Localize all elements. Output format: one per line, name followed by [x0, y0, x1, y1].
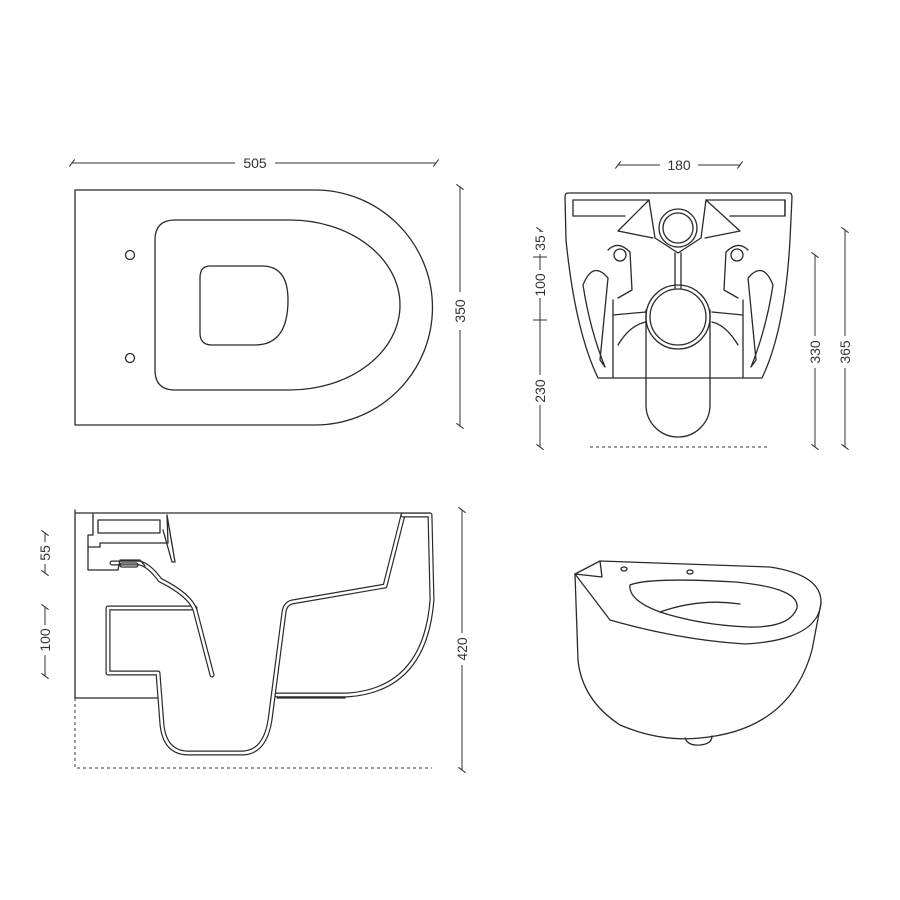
rim-top — [574, 560, 822, 645]
dim-100: 100 — [532, 273, 548, 297]
label-mask — [531, 270, 549, 298]
fixing-hole — [686, 569, 694, 575]
inlet-profile — [87, 546, 146, 571]
bowl-profile-inner — [106, 513, 405, 755]
dim-width-180: 180 — [667, 157, 691, 173]
flush-channel-inner — [110, 561, 214, 677]
perspective-view — [574, 560, 822, 746]
fixing-hole — [620, 566, 628, 572]
outlet-pipe — [645, 309, 711, 438]
bowl-opening — [199, 265, 289, 346]
bowl-profile — [105, 512, 406, 756]
front-view: 180 35 100 230 330 365 — [531, 157, 854, 451]
side-view-frame — [74, 509, 431, 699]
label-mask — [836, 336, 854, 368]
dim-width-505: 505 — [243, 155, 267, 171]
dim-365: 365 — [837, 340, 853, 364]
label-mask — [36, 542, 54, 564]
mounting-hole — [124, 249, 136, 261]
rear-channel-edge — [572, 199, 786, 217]
inlet-stem — [674, 252, 682, 289]
floor-baseline — [74, 698, 432, 769]
outlet-circle — [645, 284, 711, 350]
inlet-bracket — [617, 199, 741, 239]
dim-35: 35 — [532, 235, 548, 251]
dim-230: 230 — [532, 379, 548, 403]
dim-depth-350: 350 — [452, 299, 468, 323]
front-view-outline — [564, 192, 793, 379]
label-mask — [531, 375, 549, 405]
bowl-opening — [629, 579, 798, 628]
fixing-hole — [613, 248, 627, 262]
fixing-hole — [730, 248, 744, 262]
inlet-slot — [119, 562, 139, 568]
seat-outline — [154, 219, 401, 391]
outlet-circle-inner — [649, 288, 707, 346]
label-mask — [531, 232, 549, 254]
label-mask — [453, 633, 471, 665]
top-view: 505 350 — [68, 155, 468, 430]
water-inlet-inner — [662, 212, 694, 244]
outlet-foot — [684, 735, 713, 746]
rear-edge — [574, 560, 603, 578]
outer-shell-profile-inner — [275, 513, 434, 697]
label-mask — [806, 336, 824, 368]
dim-330: 330 — [807, 340, 823, 364]
rear-fixing-profile — [87, 513, 176, 563]
bowl-inner-curve — [659, 601, 741, 613]
inlet-housing — [648, 199, 707, 254]
dim-55: 55 — [37, 545, 53, 561]
inner-frame — [612, 299, 744, 379]
water-inlet-outer — [658, 208, 698, 248]
body-outline — [574, 573, 822, 740]
side-view: 55 100 420 — [36, 506, 471, 774]
side-rib — [582, 269, 774, 368]
top-view-outline — [74, 189, 434, 426]
rim-channel — [97, 519, 161, 534]
label-mask — [36, 625, 54, 655]
fixing-bracket — [607, 244, 749, 299]
dim-height-420: 420 — [454, 637, 470, 661]
mounting-hole — [124, 352, 136, 364]
dim-100: 100 — [37, 628, 53, 652]
